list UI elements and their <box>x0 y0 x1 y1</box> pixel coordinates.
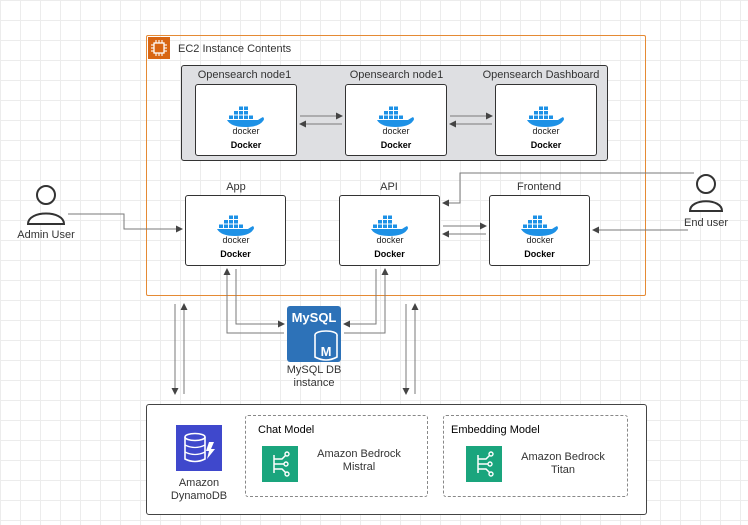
ec2-chip-icon <box>148 37 170 59</box>
opensearch-node1-title: Opensearch node1 <box>197 69 292 81</box>
admin-user-icon[interactable] <box>25 184 67 231</box>
api-title: API <box>380 181 398 193</box>
chat-model-title: Chat Model <box>258 424 315 436</box>
end-user-label: End user <box>683 217 729 229</box>
svg-text:docker: docker <box>232 126 259 135</box>
docker-logo-icon: docker <box>225 105 267 140</box>
chat-model-name-line1: Amazon Bedrock <box>317 448 401 460</box>
chat-model-name-line2: Mistral <box>342 461 376 473</box>
arrow-mysql-to-app <box>223 268 284 334</box>
svg-text:docker: docker <box>376 235 403 244</box>
docker-logo-icon: docker <box>375 105 417 140</box>
arrow-app-to-mysql <box>235 269 285 328</box>
opensearch-dashboard-title: Opensearch Dashboard <box>482 69 600 81</box>
ec2-title: EC2 Instance Contents <box>178 43 292 55</box>
svg-text:docker: docker <box>526 235 553 244</box>
docker-logo-icon: docker <box>215 214 257 249</box>
docker-logo-icon: docker <box>519 214 561 249</box>
svg-text:docker: docker <box>382 126 409 135</box>
dynamodb-icon[interactable] <box>176 425 222 471</box>
arrow-api-to-mysql <box>343 269 377 328</box>
opensearch-node1-box[interactable]: docker Docker <box>195 84 297 156</box>
bedrock-icon <box>262 446 298 482</box>
mysql-logo-text: MySQL <box>291 310 337 325</box>
embedding-model-name-line1: Amazon Bedrock <box>521 451 605 463</box>
docker-sub-label: Docker <box>530 140 562 150</box>
mysql-m-glyph: M <box>320 344 332 359</box>
docker-logo-icon: docker <box>525 105 567 140</box>
opensearch-node2-box[interactable]: docker Docker <box>345 84 447 156</box>
chat-model-group[interactable]: Chat Model Amazon Bedrock Mistral <box>245 415 428 497</box>
docker-logo-icon: docker <box>369 214 411 249</box>
frontend-title: Frontend <box>516 181 562 193</box>
docker-sub-label: Docker <box>230 140 262 150</box>
embedding-model-title: Embedding Model <box>451 424 540 436</box>
opensearch-dashboard-box[interactable]: docker Docker <box>495 84 597 156</box>
docker-sub-label: Docker <box>524 249 555 259</box>
ec2-container[interactable] <box>146 35 646 296</box>
dynamodb-label-line1: Amazon <box>178 477 220 489</box>
arrow-mysql-to-api <box>344 268 389 334</box>
docker-sub-label: Docker <box>380 140 412 150</box>
dynamodb-label-line2: DynamoDB <box>170 490 228 502</box>
embedding-model-group[interactable]: Embedding Model Amazon Bedrock Titan <box>443 415 628 497</box>
bedrock-icon <box>466 446 502 482</box>
docker-sub-label: Docker <box>220 249 251 259</box>
opensearch-node2-title: Opensearch node1 <box>349 69 444 81</box>
bedrock-icon-glyph <box>477 451 494 477</box>
docker-sub-label: Docker <box>374 249 405 259</box>
bedrock-icon-glyph <box>273 451 290 477</box>
arrow-admin-to-app <box>68 213 183 233</box>
mysql-label-line1: MySQL DB <box>286 364 342 376</box>
embedding-model-name-line2: Titan <box>550 464 576 476</box>
frontend-box[interactable]: docker Docker <box>489 195 590 266</box>
app-title: App <box>226 181 246 193</box>
end-user-icon[interactable] <box>688 173 724 218</box>
admin-user-label: Admin User <box>17 229 75 241</box>
svg-text:docker: docker <box>222 235 249 244</box>
mysql-db-icon[interactable]: MySQL M <box>287 306 341 362</box>
arrow-enduser-to-api <box>442 172 694 207</box>
svg-text:docker: docker <box>532 126 559 135</box>
app-box[interactable]: docker Docker <box>185 195 286 266</box>
mysql-label-line2: instance <box>293 377 335 389</box>
api-box[interactable]: docker Docker <box>339 195 440 266</box>
